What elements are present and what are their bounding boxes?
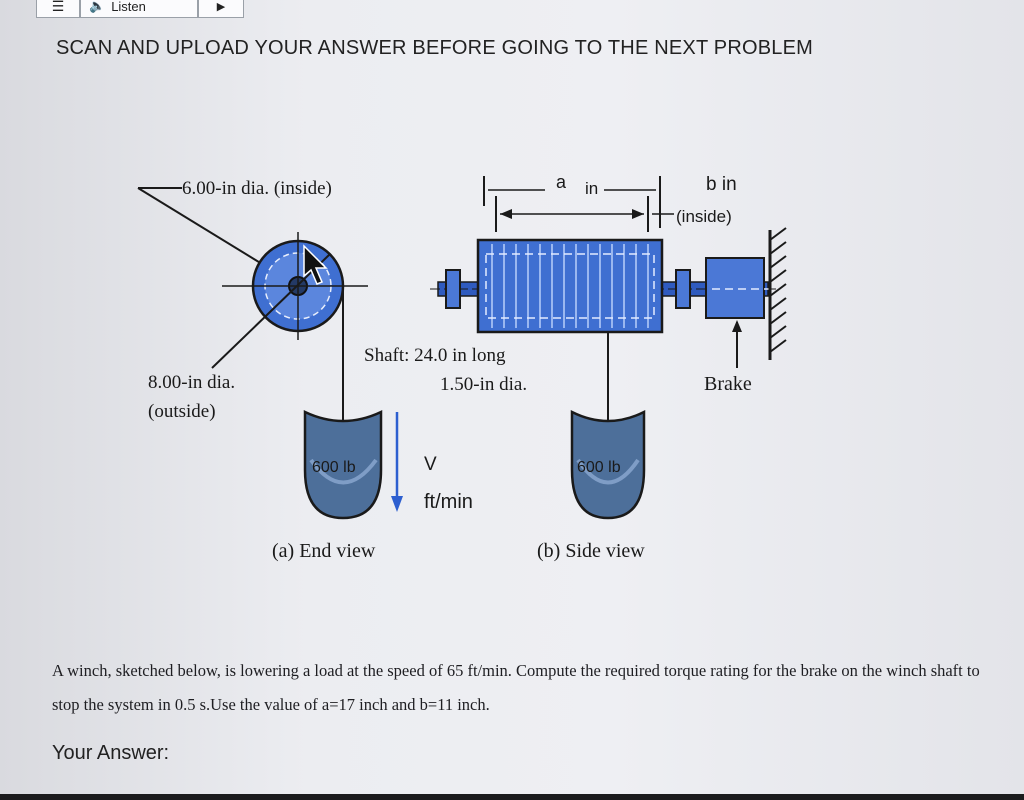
winch-figure: 6.00-in dia. (inside) 8.00-in dia. (outs… (137, 172, 787, 562)
play-button[interactable]: ▶ (198, 0, 244, 18)
screen-bezel (0, 794, 1024, 800)
end-view: 6.00-in dia. (inside) 8.00-in dia. (outs… (137, 178, 383, 562)
end-view-caption: (a) End view (272, 540, 376, 562)
listen-label: Listen (111, 0, 146, 14)
side-load-label: 600 lb (577, 459, 621, 476)
side-view-caption: (b) Side view (537, 540, 645, 562)
mouse-cursor-icon (303, 244, 328, 285)
shaft-label-2: 1.50-in dia. (440, 374, 527, 395)
end-load-label: 600 lb (312, 459, 356, 476)
dim-a-label: a (556, 172, 567, 192)
brake-drum (705, 257, 765, 319)
listen-button[interactable]: 🔈 Listen (80, 0, 198, 18)
left-bearing (445, 269, 461, 309)
problem-statement: A winch, sketched below, is lowering a l… (52, 661, 980, 714)
end-load (303, 410, 383, 520)
menu-icon: ☰ (51, 0, 65, 14)
velocity-unit: ft/min (424, 491, 473, 513)
outside-dia-label-2: (outside) (148, 401, 216, 422)
brake-label: Brake (704, 373, 752, 395)
side-drum (476, 238, 664, 334)
play-icon: ▶ (216, 0, 226, 13)
right-coupling (675, 269, 691, 309)
menu-button[interactable]: ☰ (36, 0, 80, 18)
dim-b-note: (inside) (676, 207, 732, 226)
velocity-arrow: V ft/min (391, 412, 473, 513)
dim-a-unit: in (585, 179, 598, 198)
dim-b-label: b in (706, 174, 737, 195)
speaker-icon: 🔈 (89, 0, 106, 13)
drum-windings (491, 244, 649, 328)
outside-dia-label-1: 8.00-in dia. (148, 372, 235, 393)
inside-dia-label: 6.00-in dia. (inside) (182, 178, 332, 199)
answer-label: Your Answer: (52, 742, 170, 764)
side-view: a in b in (inside) (364, 172, 787, 562)
shaft-label-1: Shaft: 24.0 in long (364, 345, 506, 366)
side-load (570, 409, 646, 520)
instruction-banner: SCAN AND UPLOAD YOUR ANSWER BEFORE GOING… (56, 37, 813, 59)
velocity-symbol: V (424, 454, 437, 475)
reader-toolbar: ☰ 🔈 Listen ▶ (36, 0, 244, 18)
